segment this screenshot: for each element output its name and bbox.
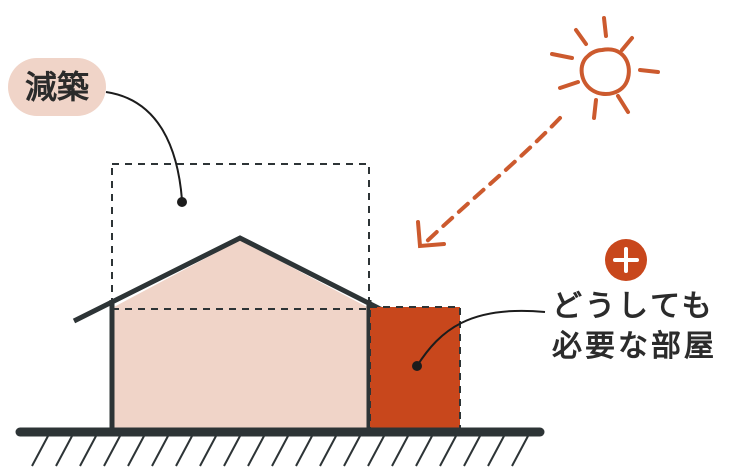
house-body (112, 240, 369, 430)
house-roof (72, 235, 406, 324)
reduction-label-text: 減築 (25, 68, 90, 106)
plus-badge (605, 239, 647, 281)
addition-label-line2: 必要な部屋 (552, 329, 717, 364)
reduction-label-pill (8, 58, 106, 116)
reduction-leader-dot (177, 197, 187, 207)
added-room-outline (369, 306, 461, 431)
added-room-leader-line (416, 309, 546, 367)
addition-label-line1: どうしても (552, 289, 715, 324)
removed-volume-outline (111, 163, 370, 310)
ground-hatching (31, 435, 529, 467)
reduction-leader-line (105, 91, 183, 201)
sun-icon (550, 16, 660, 120)
sunlight-arrow (416, 116, 562, 249)
reduction-label: 減築 (8, 58, 106, 116)
